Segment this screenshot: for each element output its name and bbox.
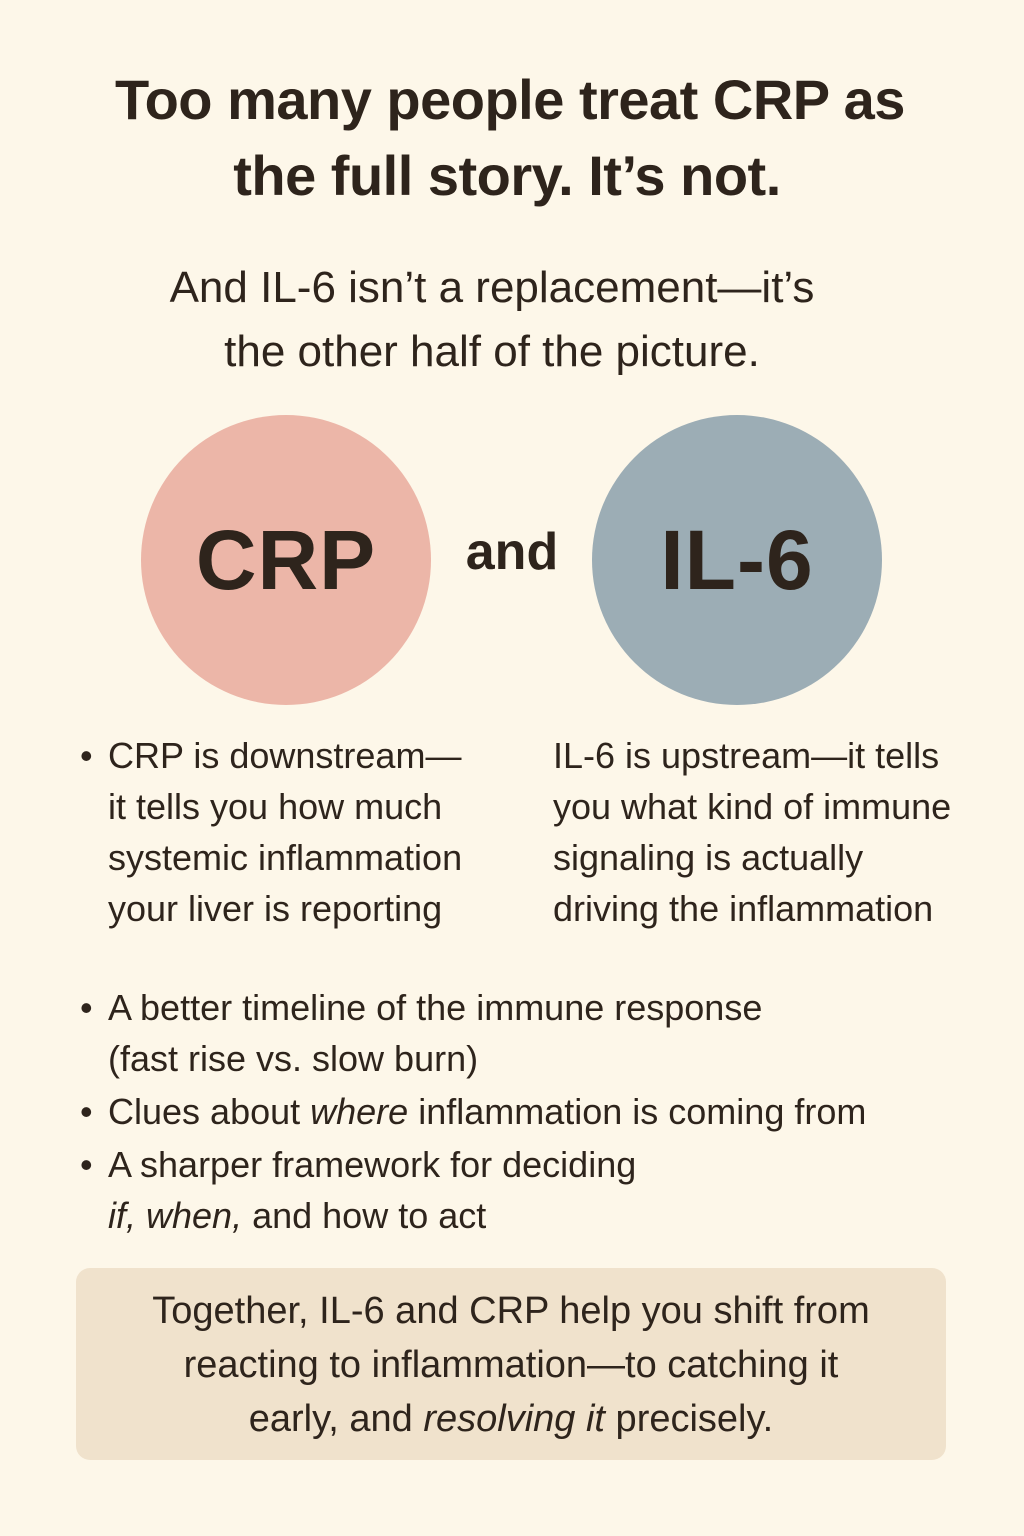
- summary-line: Together, IL-6 and CRP help you shift fr…: [152, 1290, 870, 1332]
- crp-description: • CRP is downstream— it tells you how mu…: [80, 730, 508, 934]
- benefit-text: (fast rise vs. slow burn): [108, 1038, 479, 1079]
- subtitle-line-1: And IL-6 isn’t a replacement—it’s: [169, 263, 815, 312]
- summary-text-post: precisely.: [605, 1398, 774, 1440]
- benefit-text-post: inflammation is coming from: [408, 1091, 867, 1132]
- crp-desc-line: your liver is reporting: [108, 888, 443, 929]
- benefit-item: • A sharper framework for deciding if, w…: [80, 1139, 968, 1241]
- il6-circle: IL-6: [592, 415, 882, 705]
- benefit-text: A better timeline of the immune response: [108, 987, 763, 1028]
- benefit-text-post: and how to act: [242, 1195, 487, 1236]
- il6-description: IL-6 is upstream—it tells you what kind …: [553, 730, 993, 934]
- bullet-icon: •: [80, 1091, 93, 1132]
- il6-desc-line: IL-6 is upstream—it tells: [553, 735, 940, 776]
- subtitle-line-2: the other half of the picture.: [224, 327, 760, 376]
- page-subtitle: And IL-6 isn’t a replacement—it’s the ot…: [0, 256, 1024, 384]
- benefits-list: • A better timeline of the immune respon…: [80, 982, 968, 1243]
- summary-line: reacting to inflammation—to catching it: [183, 1344, 839, 1386]
- crp-desc-line: it tells you how much: [108, 786, 443, 827]
- benefit-text-emphasis: if, when,: [108, 1195, 243, 1236]
- summary-line: early, and resolving it precisely.: [76, 1392, 946, 1446]
- crp-desc-line: CRP is downstream—: [108, 735, 462, 776]
- summary-text-pre: early, and: [248, 1398, 424, 1440]
- benefit-text-emphasis: where: [310, 1091, 409, 1132]
- summary-text-emphasis: resolving it: [423, 1398, 605, 1440]
- bullet-icon: •: [80, 987, 93, 1028]
- bullet-icon: •: [80, 1144, 93, 1185]
- il6-desc-line: signaling is actually: [553, 837, 864, 878]
- benefit-text: Clues about where inflammation is coming…: [108, 1086, 968, 1137]
- bullet-icon: •: [80, 735, 93, 776]
- crp-circle: CRP: [141, 415, 431, 705]
- benefit-text: if, when, and how to act: [108, 1190, 968, 1241]
- connector-and: and: [465, 523, 559, 581]
- benefit-text-pre: Clues about: [108, 1091, 311, 1132]
- benefit-item: • Clues about where inflammation is comi…: [80, 1086, 968, 1137]
- benefit-item: • A better timeline of the immune respon…: [80, 982, 968, 1084]
- il6-circle-label: IL-6: [660, 512, 814, 607]
- il6-desc-line: driving the inflammation: [553, 888, 934, 929]
- summary-box: Together, IL-6 and CRP help you shift fr…: [76, 1268, 946, 1460]
- benefit-text: A sharper framework for deciding: [108, 1144, 637, 1185]
- crp-desc-line: systemic inflammation: [108, 837, 463, 878]
- il6-desc-line: you what kind of immune: [553, 786, 952, 827]
- title-line-2: the full story. It’s not.: [233, 144, 781, 207]
- page-title: Too many people treat CRP as the full st…: [0, 62, 1024, 214]
- title-line-1: Too many people treat CRP as: [115, 68, 905, 131]
- crp-circle-label: CRP: [195, 512, 377, 607]
